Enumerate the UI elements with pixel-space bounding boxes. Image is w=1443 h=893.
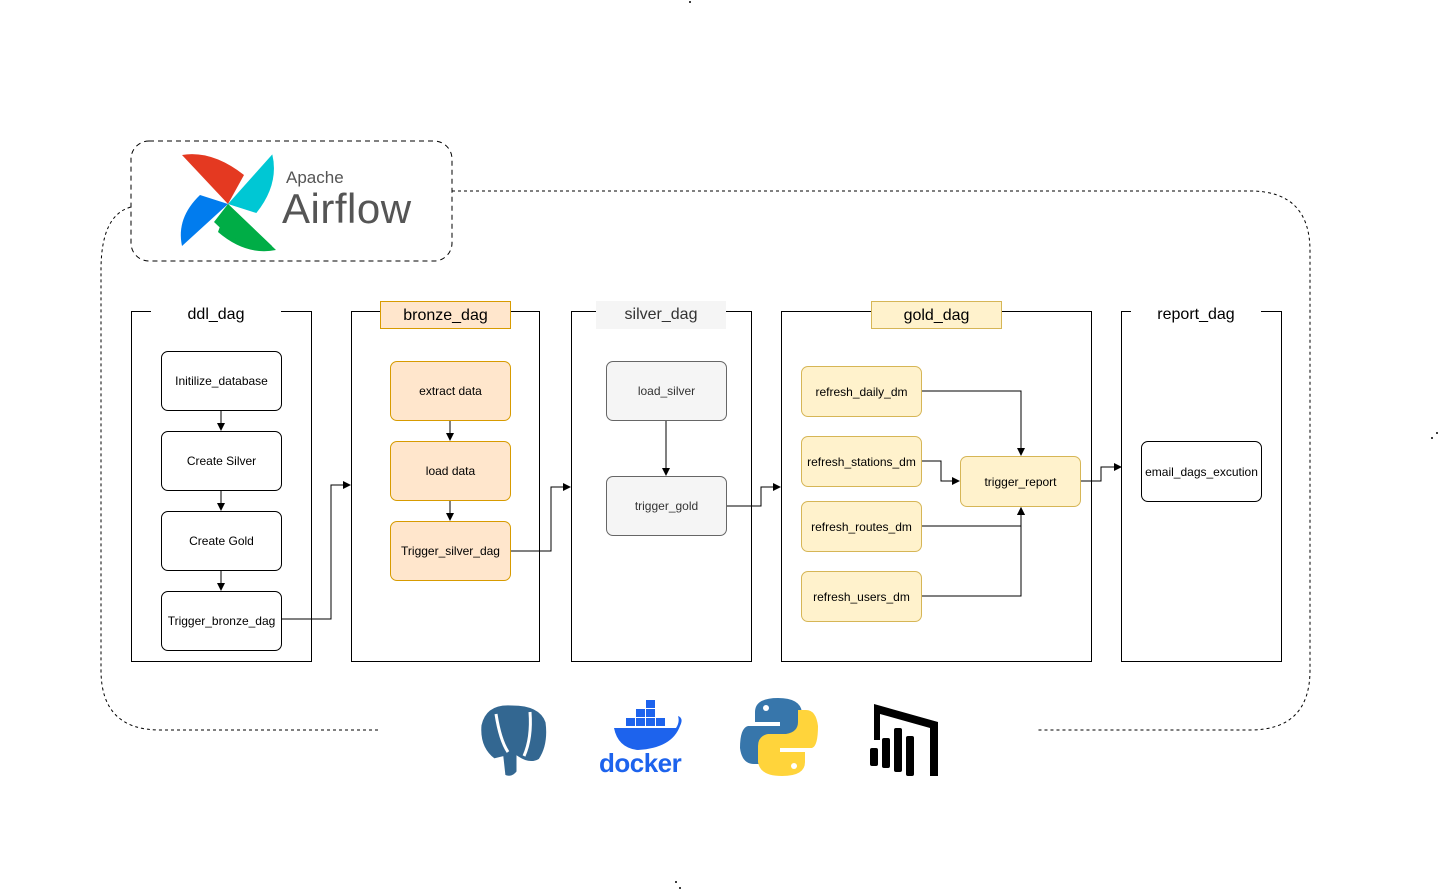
power-bi-icon [870,704,938,776]
airflow-logo-airflow: Airflow [282,185,412,232]
task-refresh-stations-dm[interactable]: refresh_stations_dm [801,436,922,487]
airflow-logo-apache: Apache [286,168,344,187]
ddl-dag-title: ddl_dag [151,301,281,329]
task-trigger-silver-dag[interactable]: Trigger_silver_dag [390,521,511,581]
postgresql-icon [478,702,550,779]
task-email-dags-excution[interactable]: email_dags_excution [1141,441,1262,502]
python-icon [740,698,818,776]
docker-icon [614,700,682,750]
task-load-silver[interactable]: load_silver [606,361,727,421]
bronze-dag-title: bronze_dag [380,301,511,329]
task-create-gold[interactable]: Create Gold [161,511,282,571]
task-extract-data[interactable]: extract data [390,361,511,421]
task-refresh-users-dm[interactable]: refresh_users_dm [801,571,922,622]
gold-dag-title: gold_dag [871,301,1002,329]
task-load-data[interactable]: load data [390,441,511,501]
task-refresh-daily-dm[interactable]: refresh_daily_dm [801,366,922,417]
task-initialize-database[interactable]: Initilize_database [161,351,282,411]
silver-dag-title: silver_dag [596,301,726,329]
airflow-pinwheel-icon [180,154,276,252]
task-create-silver[interactable]: Create Silver [161,431,282,491]
task-trigger-gold[interactable]: trigger_gold [606,476,727,536]
task-trigger-bronze-dag[interactable]: Trigger_bronze_dag [161,591,282,651]
task-refresh-routes-dm[interactable]: refresh_routes_dm [801,501,922,552]
task-trigger-report[interactable]: trigger_report [960,456,1081,507]
report-dag-title: report_dag [1131,301,1261,329]
airflow-container-outline [100,190,1311,731]
docker-wordmark: docker [599,748,682,778]
